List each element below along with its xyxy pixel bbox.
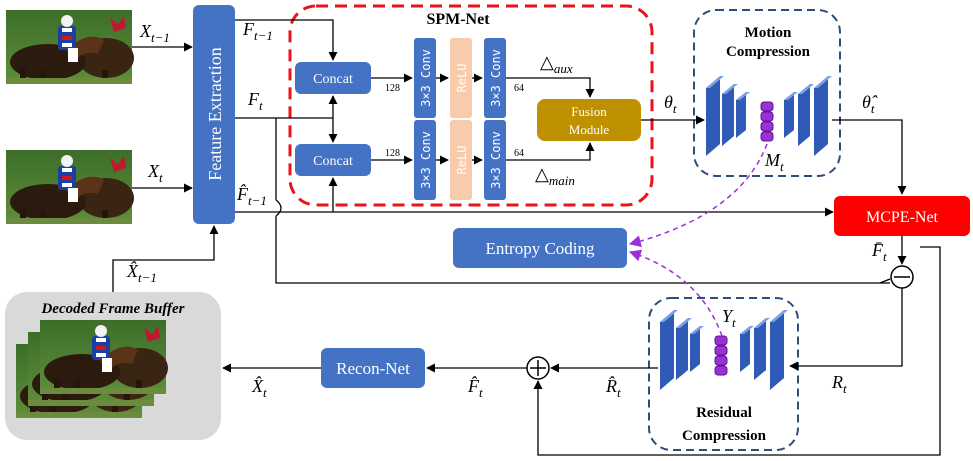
motion-compression-label-line2: Compression (726, 44, 811, 60)
mcpe-net-box (834, 196, 970, 236)
concat-top-label: Concat (313, 72, 353, 87)
relu-1-box (450, 38, 472, 118)
channel-128-top: 128 (385, 83, 400, 94)
recon-net-box (321, 348, 425, 388)
label-x-hat: X̂t (251, 376, 267, 400)
motion-latent-icon (760, 101, 774, 142)
fusion-module-label-line1: Fusion (571, 104, 607, 119)
residual-compression-label-line2: Compression (682, 428, 767, 444)
concat-bottom-label: Concat (313, 154, 353, 169)
label-delta-aux: △aux (540, 52, 573, 76)
fusion-module-box (537, 99, 641, 141)
feature-extraction-box (193, 5, 235, 224)
residual-latent-icon (714, 335, 728, 376)
concat-top-box (295, 62, 371, 94)
label-m: Mt (764, 150, 784, 174)
feature-extraction-label: Feature Extraction (205, 47, 225, 180)
channel-64-top: 64 (514, 83, 524, 94)
conv-1-label: 3×3 Conv (419, 49, 433, 107)
conv-4-box (484, 120, 506, 200)
motion-compression-label-line1: Motion (745, 25, 792, 41)
relu-1-label: ReLU (455, 64, 469, 93)
entropy-coding-box (453, 228, 627, 268)
channel-128-bottom: 128 (385, 148, 400, 159)
relu-2-box (450, 120, 472, 200)
motion-decoder-icon (784, 76, 832, 156)
residual-compression-region (648, 297, 799, 451)
spm-net-region (288, 4, 654, 207)
channel-64-bottom: 64 (514, 148, 524, 159)
fusion-module-label-line2: Module (569, 122, 610, 137)
buffer-frames-image (16, 320, 168, 418)
residual-decoder-icon (740, 310, 788, 390)
conv-2-label: 3×3 Conv (489, 49, 503, 107)
adder-icon (526, 356, 550, 380)
entropy-links (628, 143, 768, 337)
entropy-coding-label: Entropy Coding (485, 239, 595, 258)
recon-net-label: Recon-Net (336, 359, 410, 378)
label-f-hat-prev: F̂t−1 (236, 184, 267, 208)
symbol-labels: Xt−1 Xt Ft−1 Ft F̂t−1 X̂t−1 △aux △main θ… (126, 19, 887, 400)
label-theta: θt (664, 92, 677, 116)
label-x-prev: Xt−1 (139, 21, 170, 45)
conv-4-label: 3×3 Conv (489, 131, 503, 189)
spm-net-title: SPM-Net (426, 11, 490, 28)
conv-3-label: 3×3 Conv (419, 131, 433, 189)
conv-1-box (414, 38, 436, 118)
motion-compression-region (693, 9, 841, 177)
conv-3-box (414, 120, 436, 200)
label-f-prev: Ft−1 (242, 19, 273, 43)
motion-encoder-icon (706, 76, 750, 156)
label-r: Rt (831, 372, 847, 396)
label-f-cur: Ft (247, 89, 263, 113)
residual-compression-label-line1: Residual (696, 405, 752, 421)
label-y: Yt (722, 306, 736, 330)
conv-2-box (484, 38, 506, 118)
frame-prev-image (6, 10, 134, 84)
residual-encoder-icon (660, 310, 704, 390)
subtractor-icon (890, 265, 914, 289)
label-theta-hat: θ̂t (862, 92, 878, 116)
label-delta-main: △main (535, 164, 575, 188)
label-f-hat: F̂t (467, 376, 483, 400)
label-r-hat: R̂t (605, 376, 621, 400)
relu-2-label: ReLU (455, 146, 469, 175)
decoded-frame-buffer-label: Decoded Frame Buffer (40, 301, 184, 317)
concat-bottom-box (295, 144, 371, 176)
frame-cur-image (6, 150, 134, 224)
mcpe-net-label: MCPE-Net (866, 209, 939, 226)
label-x-hat-prev: X̂t−1 (126, 261, 157, 285)
label-x-cur: Xt (147, 161, 163, 185)
label-f-bar: F̄t (871, 240, 887, 264)
